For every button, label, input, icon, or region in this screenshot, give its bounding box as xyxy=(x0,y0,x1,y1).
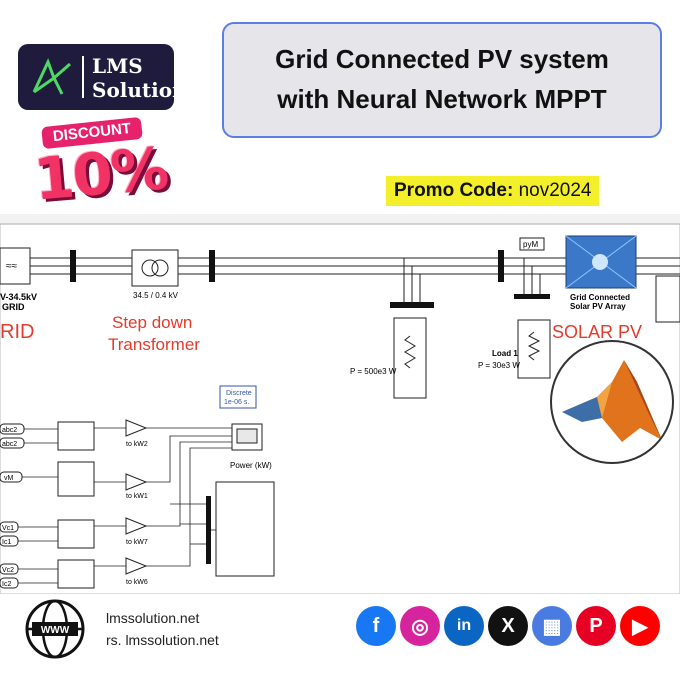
lms-logo-icon xyxy=(32,58,71,95)
logo-divider xyxy=(82,56,84,98)
brand-name-line1: LMS xyxy=(92,54,143,78)
signal-label: Ic1 xyxy=(2,539,11,546)
transformer-title1: Step down xyxy=(112,313,192,332)
pv-side-block[interactable] xyxy=(655,275,680,323)
facebook-icon[interactable]: f xyxy=(356,606,396,646)
shop-icon[interactable]: ▦ xyxy=(532,606,572,646)
load1-bus-bar xyxy=(514,294,550,299)
www-label: WWW xyxy=(41,625,70,636)
title-line1: Grid Connected PV system xyxy=(275,44,609,74)
globe-www-icon: WWW xyxy=(25,599,85,659)
diagram-tabbar xyxy=(0,214,680,224)
discrete-label1: Discrete xyxy=(226,390,252,397)
discrete-label2: 1e-06 s. xyxy=(224,399,249,406)
youtube-icon[interactable]: ▶ xyxy=(620,606,660,646)
pv-label2: Solar PV Array xyxy=(570,302,626,311)
signal-label: Ic2 xyxy=(2,581,11,588)
promo-code: Promo Code: nov2024 xyxy=(386,176,600,206)
signal-label: Vc1 xyxy=(2,525,14,532)
matlab-logo xyxy=(550,340,674,464)
bus-bar-2 xyxy=(209,250,215,282)
signal-label: Vc2 xyxy=(2,567,14,574)
title-line2: with Neural Network MPPT xyxy=(277,84,607,114)
load-bus-bar xyxy=(390,302,434,308)
grid-block-label2: GRID xyxy=(2,302,25,312)
load1-label: Load 1 xyxy=(492,349,518,358)
title-box: Grid Connected PV system with Neural Net… xyxy=(222,22,662,138)
signal-label: abc2 xyxy=(2,427,17,434)
bus-bar-1 xyxy=(70,250,76,282)
transformer-block[interactable] xyxy=(131,249,179,287)
gain-label: to kW6 xyxy=(126,579,148,586)
transformer-coil-2 xyxy=(151,259,169,277)
signal-wiring xyxy=(18,427,232,584)
load-branch xyxy=(403,258,421,304)
load1-power-label: P = 30e3 W xyxy=(478,361,520,370)
pvm-label: pyM xyxy=(523,240,538,249)
transformer-coil-1 xyxy=(141,259,159,277)
grid-source-symbol: ≈≈ xyxy=(6,261,17,272)
website-url[interactable]: lmssolution.net xyxy=(106,610,200,626)
grid-title: RID xyxy=(0,321,34,343)
load-block[interactable] xyxy=(393,317,427,399)
discount-value: 10% xyxy=(31,134,170,214)
website-url-secondary[interactable]: rs. lmssolution.net xyxy=(106,632,219,648)
signal-label: abc2 xyxy=(2,441,17,448)
pv-array-sun-icon xyxy=(592,254,608,270)
pinterest-icon[interactable]: P xyxy=(576,606,616,646)
product-block[interactable] xyxy=(57,461,95,497)
signal-label: vM xyxy=(4,475,14,482)
pvm-tag[interactable] xyxy=(519,237,545,251)
main-scope-block[interactable] xyxy=(215,481,275,577)
promo-value: nov2024 xyxy=(518,180,592,201)
pq-measure-block[interactable] xyxy=(57,559,95,589)
load1-resistor-icon xyxy=(527,331,541,361)
load-power-label: P = 500e3 W xyxy=(350,367,397,376)
promo-label: Promo Code: xyxy=(394,180,514,201)
power-label: Power (kW) xyxy=(230,461,272,470)
brand-logo: LMS Solution xyxy=(18,44,187,110)
grid-block-label1: V-34.5kV xyxy=(0,292,37,302)
brand-name-line2: Solution xyxy=(92,78,187,102)
grid-source-block[interactable] xyxy=(0,247,31,285)
transformer-label: 34.5 / 0.4 kV xyxy=(133,291,179,300)
mux-bar xyxy=(206,496,211,564)
pq-measure-block[interactable] xyxy=(57,519,95,549)
pv-title: SOLAR PV xyxy=(552,322,642,342)
load1-branch xyxy=(523,258,541,296)
transformer-title2: Transformer xyxy=(108,335,200,354)
gain-label: to kW2 xyxy=(126,441,148,448)
load-resistor-icon xyxy=(404,335,416,369)
pq-measure-block[interactable] xyxy=(57,421,95,451)
matlab-membrane-icon xyxy=(562,360,662,442)
pv-label1: Grid Connected xyxy=(570,293,630,302)
powergui-block[interactable] xyxy=(219,385,257,409)
bus-bar-3 xyxy=(498,250,504,282)
gain-label: to kW1 xyxy=(126,493,148,500)
scope-screen-icon xyxy=(236,428,258,444)
x-icon[interactable]: X xyxy=(488,606,528,646)
load1-block[interactable] xyxy=(517,319,551,379)
instagram-icon[interactable]: ◎ xyxy=(400,606,440,646)
gain-label: to kW7 xyxy=(126,539,148,546)
linkedin-icon[interactable]: in xyxy=(444,606,484,646)
